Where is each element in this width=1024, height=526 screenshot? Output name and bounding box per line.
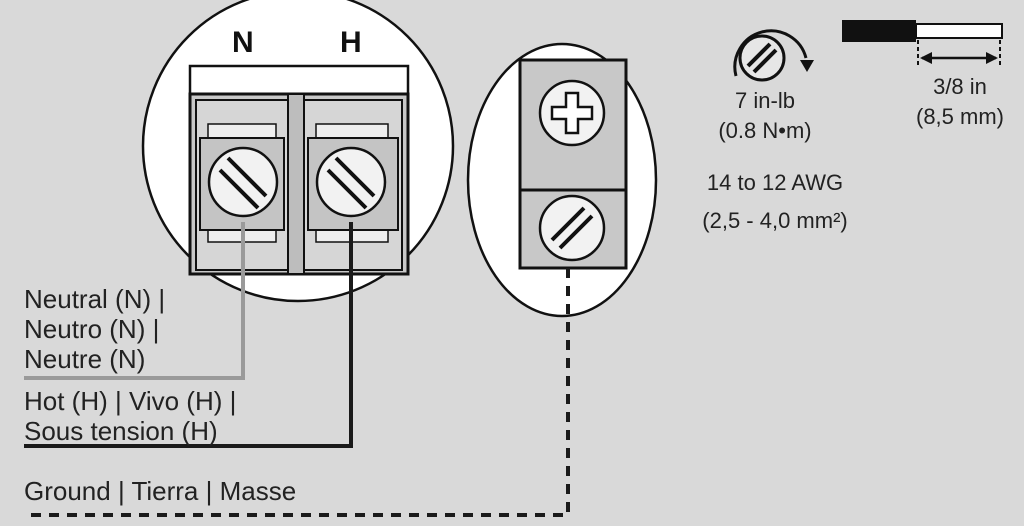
- neutral-screw-icon: [207, 146, 279, 218]
- torque-metric: (0.8 N•m): [718, 118, 812, 143]
- hot-terminal-label: H: [340, 26, 362, 59]
- phillips-screw-icon: [538, 79, 606, 147]
- hot-label-en-es: Hot (H) | Vivo (H) |: [24, 386, 237, 416]
- ground-screw-icon: [538, 194, 606, 262]
- strip-length-metric: (8,5 mm): [916, 104, 1004, 129]
- torque-value: 7 in-lb: [735, 88, 795, 113]
- stripped-wire-icon: [842, 20, 1003, 68]
- rotation-arrow-icon: [733, 29, 814, 77]
- terminal-block-callout: [141, 0, 455, 303]
- neutral-terminal-label: N: [232, 26, 254, 59]
- hot-screw-icon: [315, 146, 387, 218]
- strip-length-imperial: 3/8 in: [933, 74, 987, 99]
- neutral-wire: [24, 222, 245, 380]
- hot-label-fr: Sous tension (H): [24, 416, 218, 446]
- neutral-label-es: Neutro (N) |: [24, 314, 160, 344]
- neutral-label-fr: Neutre (N): [24, 344, 146, 374]
- screw-icon: [738, 34, 786, 82]
- ground-label: Ground | Tierra | Masse: [24, 476, 297, 506]
- wire-gauge-metric: (2,5 - 4,0 mm²): [702, 208, 848, 233]
- neutral-label-en: Neutral (N) |: [24, 284, 166, 314]
- wire-gauge-awg: 14 to 12 AWG: [706, 170, 844, 195]
- hot-wire: [24, 222, 353, 448]
